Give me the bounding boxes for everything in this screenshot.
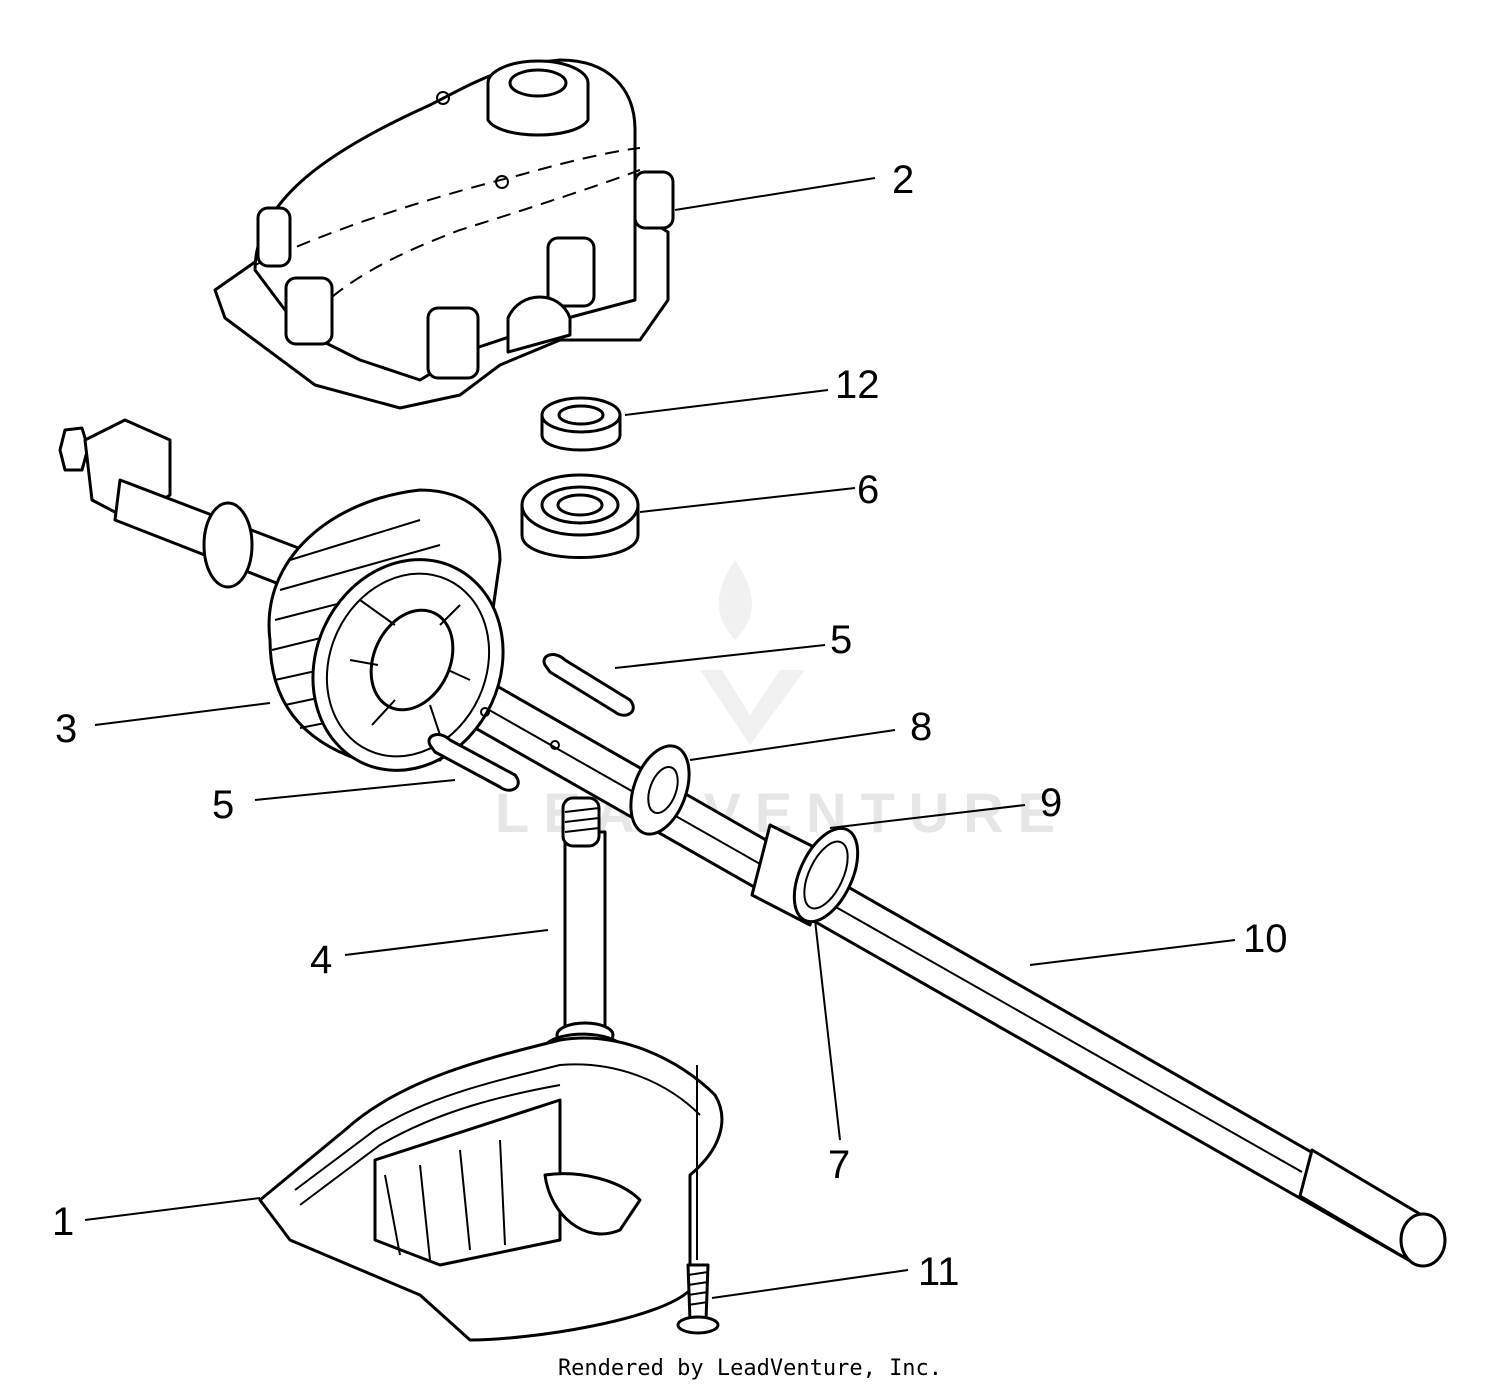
callout-8: 8 xyxy=(910,705,932,749)
watermark-logo xyxy=(700,560,805,745)
callout-1: 1 xyxy=(52,1200,74,1244)
bushing xyxy=(750,823,860,927)
callout-4: 4 xyxy=(310,938,332,982)
footer-credit: Rendered by LeadVenture, Inc. xyxy=(557,1356,943,1381)
key-lower xyxy=(427,733,520,792)
callout-10: 10 xyxy=(1243,917,1288,961)
small-bearing xyxy=(540,396,622,452)
callout-7: 7 xyxy=(828,1143,850,1187)
thrust-washer xyxy=(629,744,691,836)
stub-shaft xyxy=(58,418,332,602)
callout-6: 6 xyxy=(857,468,879,512)
callout-2: 2 xyxy=(892,158,914,202)
callout-3: 3 xyxy=(55,707,77,751)
gear-housing-cover xyxy=(213,58,675,410)
leader-lines xyxy=(84,177,1236,1299)
callout-5-lower: 5 xyxy=(212,783,234,827)
screw xyxy=(676,1065,720,1335)
key-upper xyxy=(542,653,635,717)
callout-12: 12 xyxy=(835,363,880,407)
callout-9: 9 xyxy=(1040,781,1062,825)
callout-5-upper: 5 xyxy=(830,618,852,662)
bevel-gear xyxy=(267,488,505,772)
callout-11: 11 xyxy=(918,1250,960,1294)
ball-bearing xyxy=(520,473,640,559)
lower-housing xyxy=(258,1036,724,1342)
